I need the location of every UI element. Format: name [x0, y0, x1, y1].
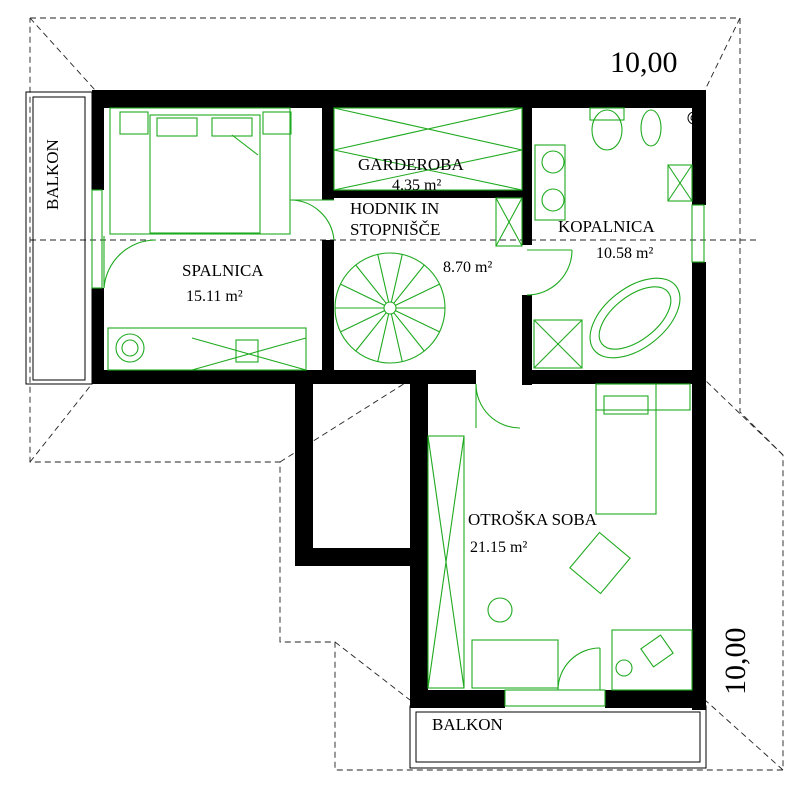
- stair-tread: [395, 283, 440, 306]
- kopalnica-area: 10.58 m²: [596, 245, 653, 262]
- bathroom-fixtures: [533, 107, 701, 369]
- stair-tread: [355, 264, 387, 304]
- balkon-south-name: BALKON: [432, 715, 503, 734]
- room-labels: SPALNICA 15.11 m² GARDEROBA 4.35 m² HODN…: [43, 139, 655, 734]
- spalnica-area: 15.11 m²: [186, 288, 243, 305]
- spiral-staircase: [334, 252, 446, 364]
- stair-tread: [393, 264, 425, 304]
- windows: [91, 189, 705, 707]
- garderoba-area: 4.35 m²: [392, 177, 441, 194]
- walls: [92, 90, 706, 710]
- balcony-west: [25, 91, 93, 385]
- otroska-soba-name: OTROŠKA SOBA: [468, 510, 598, 529]
- stair-tread: [377, 254, 390, 303]
- garderoba-name: GARDEROBA: [358, 155, 465, 174]
- stair-tread: [377, 313, 390, 362]
- wardrobe: [333, 107, 523, 247]
- height-dimension: 10,00: [719, 628, 752, 696]
- doors: [103, 199, 601, 691]
- hodnik-area: 8.70 m²: [443, 259, 492, 276]
- stair-tread: [393, 312, 425, 352]
- hodnik-name-line1: HODNIK IN: [350, 199, 439, 218]
- stair-tread: [340, 310, 385, 333]
- double-bed: [109, 107, 292, 235]
- balkon-west-name: BALKON: [43, 139, 62, 210]
- width-dimension: 10,00: [610, 46, 678, 79]
- child-room-furniture: [427, 383, 693, 691]
- stair-tread: [390, 313, 403, 362]
- hodnik-name-line2: STOPNIŠČE: [350, 220, 440, 239]
- stair-tread: [355, 312, 387, 352]
- stair-tread: [390, 254, 403, 303]
- spalnica-name: SPALNICA: [182, 261, 264, 280]
- stair-tread: [395, 310, 440, 333]
- kopalnica-name: KOPALNICA: [558, 217, 655, 236]
- stair-tread: [340, 283, 385, 306]
- dimension-labels: 10,00 10,00: [610, 46, 752, 695]
- roof-outline: [29, 17, 784, 771]
- otroska-soba-area: 21.15 m²: [470, 539, 527, 556]
- bedroom-desk: [107, 327, 307, 371]
